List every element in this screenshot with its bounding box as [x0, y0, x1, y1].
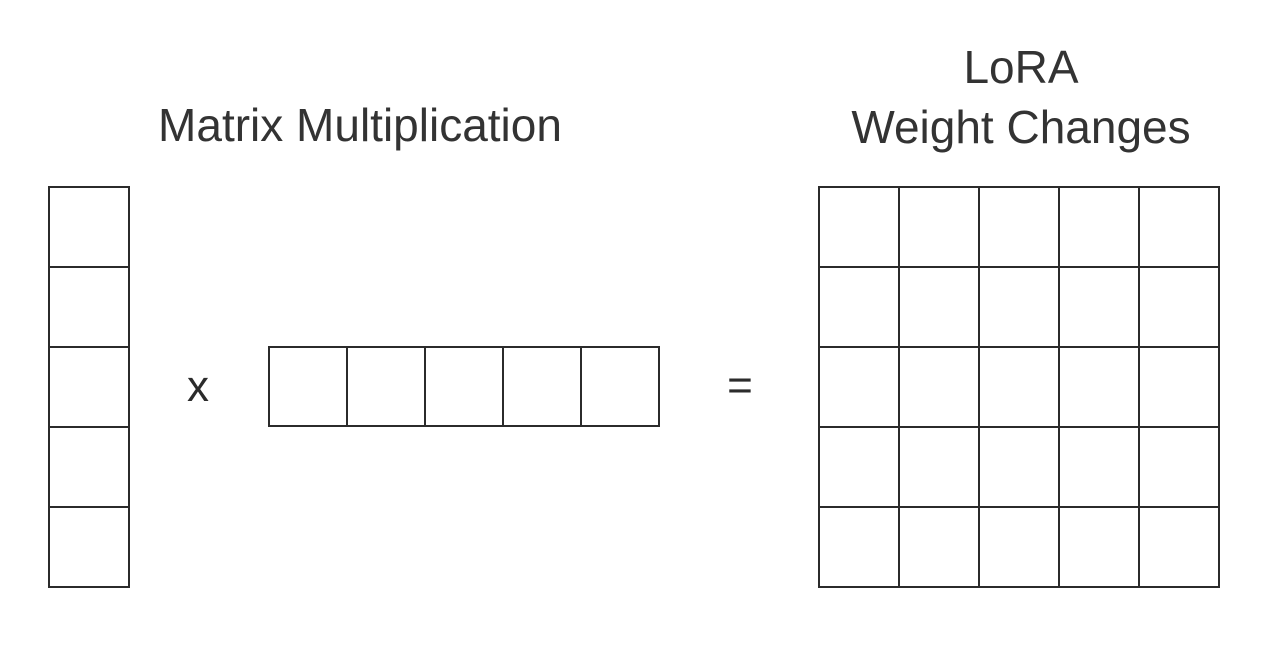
matrix-cell — [425, 347, 503, 426]
matrix-cell — [819, 507, 899, 587]
row-vector-matrix — [268, 346, 660, 427]
lora-title-line2: Weight Changes — [851, 101, 1191, 153]
matrix-cell — [581, 347, 659, 426]
matrix-cell — [899, 507, 979, 587]
matrix-cell — [979, 347, 1059, 427]
matrix-cell — [1139, 507, 1219, 587]
matrix-cell — [1059, 507, 1139, 587]
column-vector-matrix — [48, 186, 130, 588]
matrix-cell — [1139, 427, 1219, 507]
result-weight-matrix — [818, 186, 1220, 588]
lora-weight-changes-title: LoRA Weight Changes — [851, 37, 1190, 157]
matrix-cell — [49, 347, 129, 427]
matrix-cell — [49, 267, 129, 347]
matrix-cell — [819, 347, 899, 427]
matrix-cell — [819, 267, 899, 347]
matrix-cell — [819, 427, 899, 507]
lora-title-line1: LoRA — [963, 41, 1079, 93]
matrix-cell — [1059, 347, 1139, 427]
matrix-cell — [49, 427, 129, 507]
matrix-cell — [503, 347, 581, 426]
matrix-cell — [347, 347, 425, 426]
matrix-cell — [899, 347, 979, 427]
matrix-cell — [1059, 267, 1139, 347]
equals-operator: = — [727, 361, 753, 410]
matrix-multiplication-title: Matrix Multiplication — [158, 99, 562, 151]
matrix-cell — [49, 187, 129, 267]
matrix-cell — [899, 267, 979, 347]
matrix-cell — [899, 187, 979, 267]
matrix-cell — [1059, 427, 1139, 507]
matrix-cell — [1059, 187, 1139, 267]
multiply-operator: x — [187, 362, 209, 411]
matrix-cell — [819, 187, 899, 267]
matrix-cell — [1139, 267, 1219, 347]
matrix-cell — [979, 187, 1059, 267]
matrix-cell — [1139, 187, 1219, 267]
matrix-cell — [979, 507, 1059, 587]
matrix-cell — [269, 347, 347, 426]
matrix-cell — [979, 427, 1059, 507]
matrix-cell — [979, 267, 1059, 347]
matrix-cell — [49, 507, 129, 587]
matrix-cell — [899, 427, 979, 507]
matrix-cell — [1139, 347, 1219, 427]
